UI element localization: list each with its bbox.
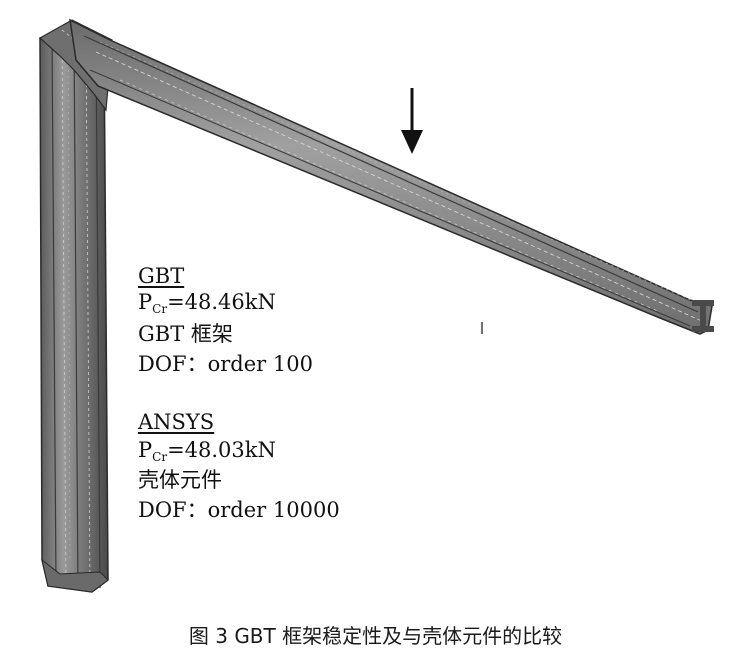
ansys-header: ANSYS <box>138 410 215 434</box>
portal-frame-diagram <box>38 18 714 593</box>
column <box>39 29 109 593</box>
i-section-end <box>692 300 714 332</box>
figure-caption: 图 3 GBT 框架稳定性及与壳体元件的比较 <box>188 624 563 648</box>
load-arrow <box>401 88 423 154</box>
ansys-dof: DOF：order 10000 <box>138 498 340 522</box>
gbt-header: GBT <box>138 264 185 288</box>
ansys-element: 壳体元件 <box>138 468 222 492</box>
gbt-element: GBT 框架 <box>138 322 233 346</box>
gbt-dof: DOF：order 100 <box>138 352 313 376</box>
ansys-pcr: PCr=48.03kN <box>138 438 276 464</box>
gbt-pcr: PCr=48.46kN <box>138 290 276 316</box>
